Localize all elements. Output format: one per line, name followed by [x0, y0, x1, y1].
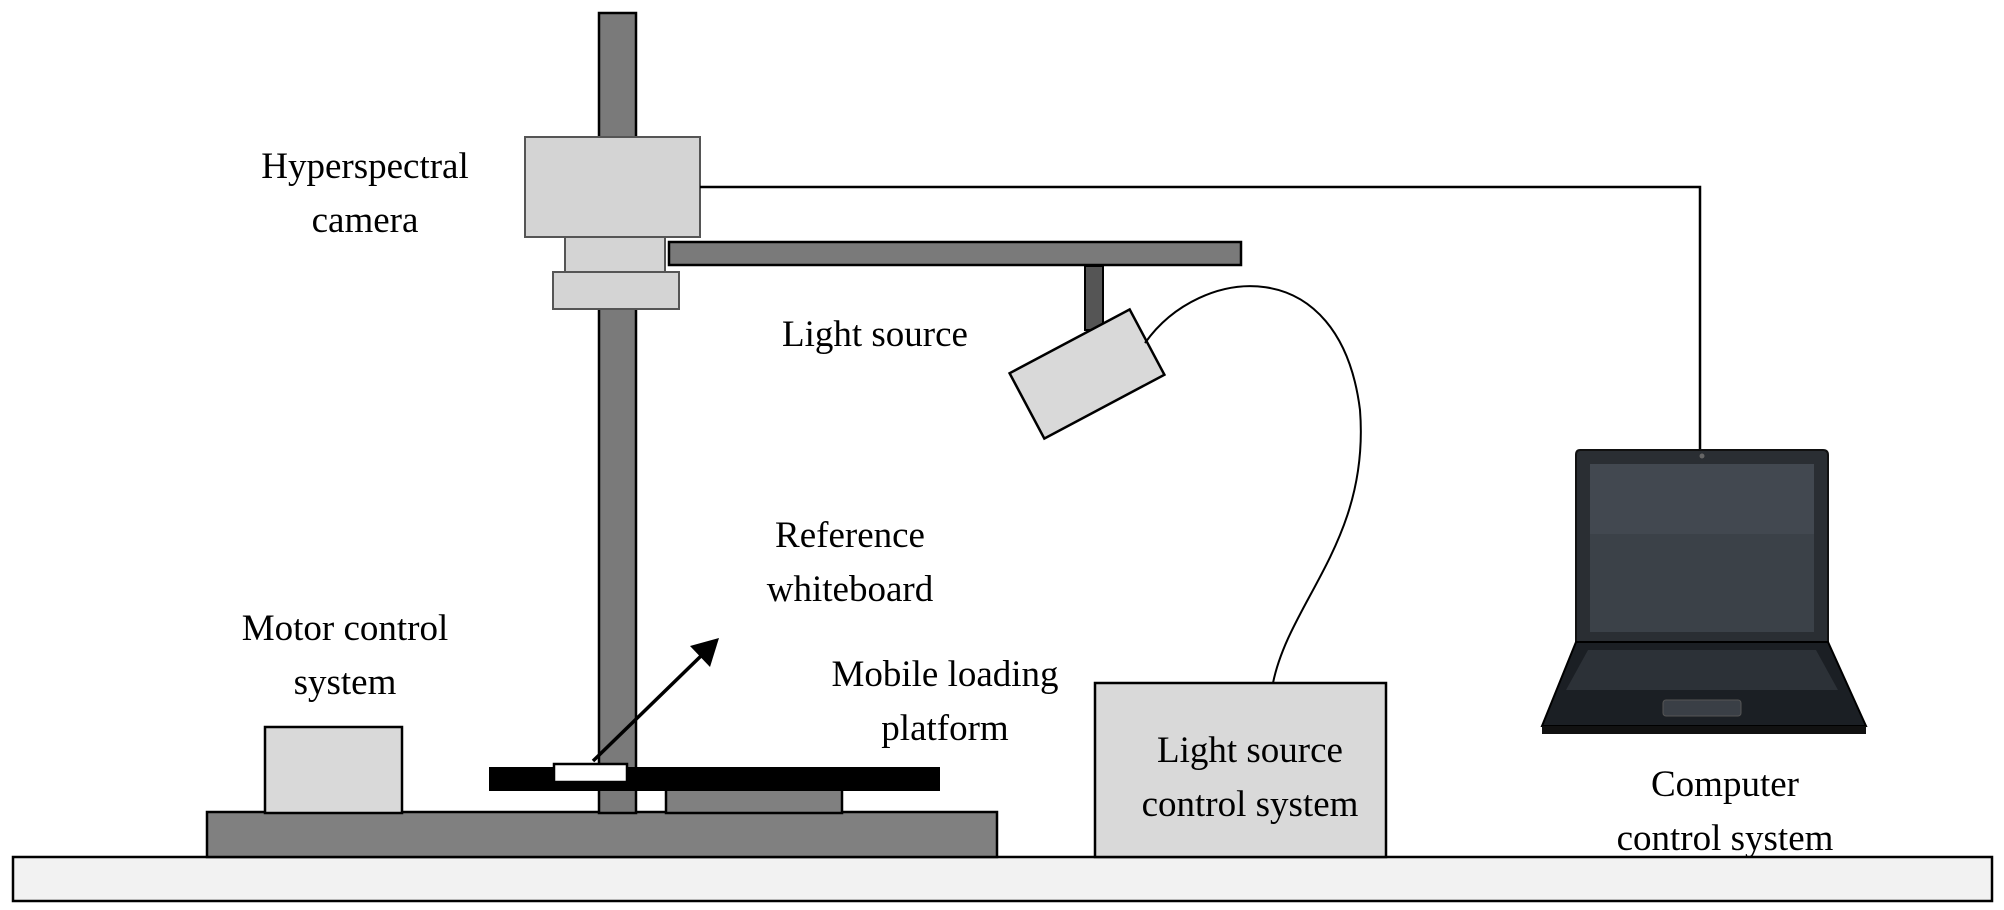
light-source-label: Light source — [755, 308, 995, 362]
arrow-icon — [591, 638, 719, 763]
motor-control-system-label-line-2: system — [293, 662, 397, 703]
motor-control-system-label-line-1: Motor control — [241, 608, 449, 649]
light-source-control-system-label-line-1: Light source — [1157, 730, 1343, 771]
computer-control-system-label-line-2: control system — [1616, 818, 1834, 859]
mobile-loading-platform-label-line-1: Mobile loading — [831, 654, 1059, 695]
mobile-loading-platform-label-line-2: platform — [881, 708, 1009, 749]
lamp-icon — [1007, 307, 1167, 441]
light-source-stem — [1084, 265, 1104, 331]
laptop-icon — [1540, 449, 1868, 734]
light-source-control-system-label-line-2: control system — [1141, 784, 1359, 825]
mobile-loading-platform-label: Mobile loading platform — [795, 648, 1095, 756]
hyperspectral-camera-label-line-2: camera — [311, 200, 419, 241]
computer-control-system-label-line-1: Computer — [1651, 764, 1799, 805]
light-source-label-line-1: Light source — [782, 314, 968, 355]
camera-icon — [524, 136, 701, 310]
light-source-cable — [1144, 285, 1362, 684]
camera-computer-cable — [700, 185, 1702, 450]
floor — [11, 855, 1994, 903]
hyperspectral-camera-label: Hyperspectral camera — [240, 140, 490, 248]
computer-control-system-label: Computer control system — [1575, 758, 1875, 866]
base-plate — [205, 810, 999, 859]
vertical-column — [597, 11, 638, 815]
motor-control-box — [263, 725, 404, 815]
motor-control-system-label: Motor control system — [205, 602, 485, 710]
reference-whiteboard — [552, 762, 629, 784]
reference-whiteboard-label: Reference whiteboard — [735, 509, 965, 617]
hyperspectral-camera-label-line-1: Hyperspectral — [261, 146, 469, 187]
light-source-control-box — [1093, 681, 1388, 859]
reference-whiteboard-label-line-2: whiteboard — [766, 569, 934, 610]
light-source-control-system-label: Light source control system — [1100, 724, 1400, 832]
horizontal-arm — [667, 240, 1243, 267]
reference-whiteboard-label-line-1: Reference — [775, 515, 925, 556]
